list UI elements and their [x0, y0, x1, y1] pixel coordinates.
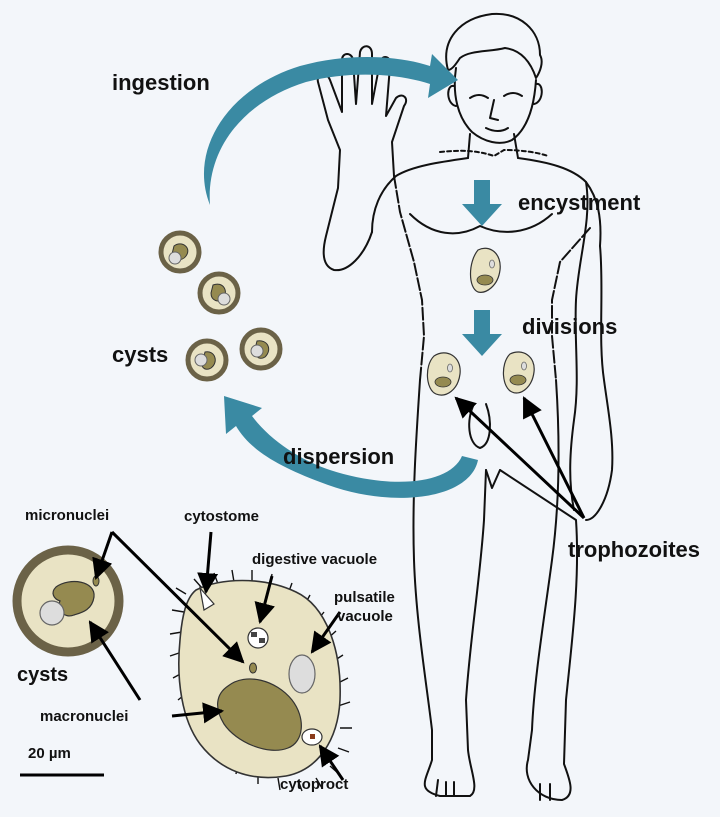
- human-left-arm: [569, 181, 614, 521]
- scale-bar-label: 20 µm: [28, 745, 71, 762]
- pulsatile-vacuole: [288, 654, 316, 694]
- large-cyst: [12, 545, 124, 657]
- body-trophozoites: [426, 247, 535, 396]
- label-dispersion: dispersion: [283, 444, 395, 469]
- label-pulsatile-vacuole-line2: vacuole: [337, 608, 393, 625]
- dispersion-arrow: [224, 396, 478, 498]
- label-cysts-cycle: cysts: [112, 342, 169, 367]
- label-cytostome: cytostome: [184, 508, 260, 525]
- free-cysts: [158, 230, 283, 382]
- human-face: [453, 67, 537, 144]
- cytoproct: [301, 728, 323, 746]
- encystment-down-arrow: [462, 180, 502, 226]
- trophozoite-intestine: [469, 247, 501, 293]
- human-legs: [412, 379, 579, 801]
- human-raised-arm: [316, 45, 408, 272]
- label-trophozoites: trophozoites: [568, 537, 700, 562]
- detail-pointers: [88, 530, 345, 781]
- trophozoite-right: [502, 351, 535, 394]
- label-cytoproct: cytoproct: [280, 776, 349, 793]
- cyst: [239, 327, 283, 371]
- label-divisions: divisions: [522, 314, 618, 339]
- label-macronuclei: macronuclei: [40, 708, 129, 725]
- label-ingestion: ingestion: [112, 70, 210, 95]
- cyst: [158, 230, 202, 274]
- cyst: [185, 338, 229, 382]
- ingestion-arrow: [203, 54, 458, 205]
- large-trophozoite: [169, 569, 352, 792]
- trophozoite-left: [426, 352, 461, 396]
- label-pulsatile-vacuole-line1: pulsatile: [334, 589, 395, 606]
- label-encystment: encystment: [518, 190, 641, 215]
- label-cysts-detail: cysts: [17, 664, 69, 686]
- divisions-down-arrow: [462, 310, 502, 356]
- label-digestive-vacuole: digestive vacuole: [252, 551, 378, 568]
- micronucleus: [249, 662, 257, 674]
- cycle-arrows: [203, 54, 502, 498]
- trophozoite-pointers: [454, 396, 586, 520]
- human-hair: [445, 12, 543, 79]
- digestive-vacuole: [247, 627, 269, 649]
- cyst: [197, 271, 241, 315]
- label-micronuclei: micronuclei: [25, 507, 110, 524]
